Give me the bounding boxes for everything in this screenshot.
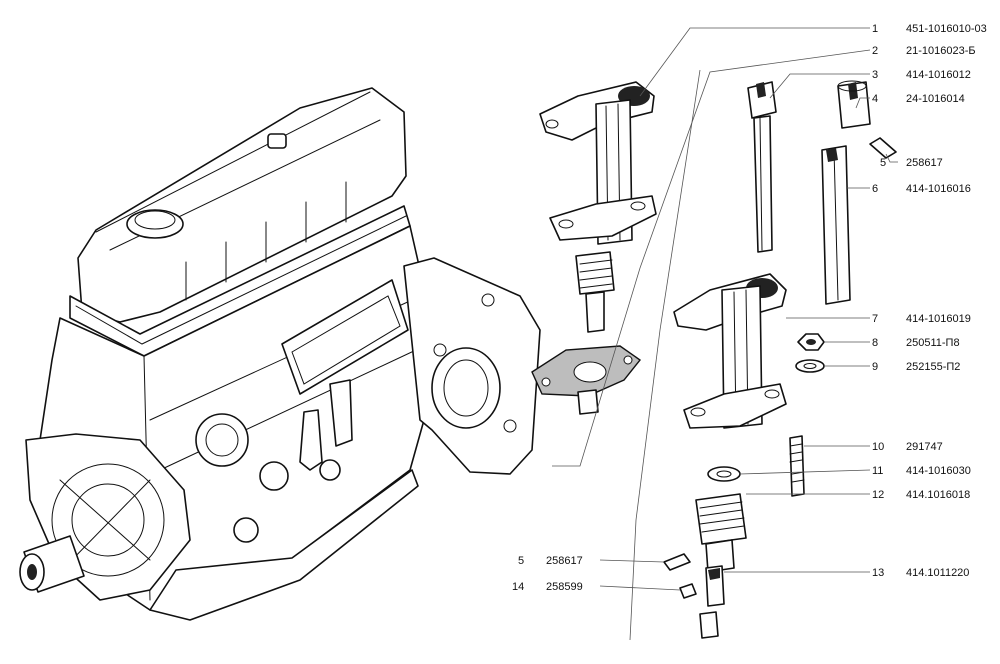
coupling-sleeve [837,80,871,129]
callout-12-part: 414.1016018 [906,489,970,501]
callout-labels-left: 5 258617 14 258599 [512,555,583,593]
callout-1-part: 451-1016010-03 [906,23,987,35]
callout-3-part: 414-1016012 [906,69,971,81]
drive-shaft-upper [747,81,777,253]
callout-2-num: 2 [872,45,878,57]
thrust-washer [707,466,741,482]
pin-upper [869,137,897,159]
callout-10-part: 291747 [906,441,943,453]
callout-10-num: 10 [872,441,884,453]
stud [789,435,805,497]
leader-lines [552,27,898,641]
callout-9-part: 252155-П2 [906,361,960,373]
callout-1-num: 1 [872,23,878,35]
callout-3-num: 3 [872,69,878,81]
callout-13-part: 414.1011220 [906,567,969,579]
drive-gear [695,493,747,573]
callout-6-part: 414-1016016 [906,183,971,195]
drive-housing-lower [673,273,787,429]
callout-12-num: 12 [872,489,884,501]
callout-11-part: 414-1016030 [906,465,971,477]
callout-7-part: 414-1016019 [906,313,971,325]
exploded-components [531,80,897,639]
drive-tang [699,565,725,639]
callout-4-num: 4 [872,93,878,105]
callout-9-num: 9 [872,361,878,373]
drive-housing-upper [539,81,657,333]
callout-5b-part: 258617 [546,555,583,567]
callout-2-part: 21-1016023-Б [906,45,976,57]
callout-labels-right: 1 451-1016010-03 2 21-1016023-Б 3 414-10… [872,23,987,579]
pin-small [679,583,697,599]
callout-4-part: 24-1016014 [906,93,965,105]
callout-5-part: 258617 [906,157,943,169]
pin-lower [663,553,691,571]
intermediate-shaft [821,145,851,305]
engine-block-illustration [19,87,541,621]
callout-5b-num: 5 [518,555,524,567]
callout-14-part: 258599 [546,581,583,593]
gasket [531,345,642,415]
callout-7-num: 7 [872,313,878,325]
spring-washer [795,359,825,373]
callout-8-num: 8 [872,337,878,349]
callout-14-num: 14 [512,581,524,593]
callout-6-num: 6 [872,183,878,195]
nut [797,333,825,351]
callout-11-num: 11 [872,465,883,477]
callout-13-num: 13 [872,567,884,579]
callout-5-num: 5 [880,157,886,169]
callout-8-part: 250511-П8 [906,337,960,349]
